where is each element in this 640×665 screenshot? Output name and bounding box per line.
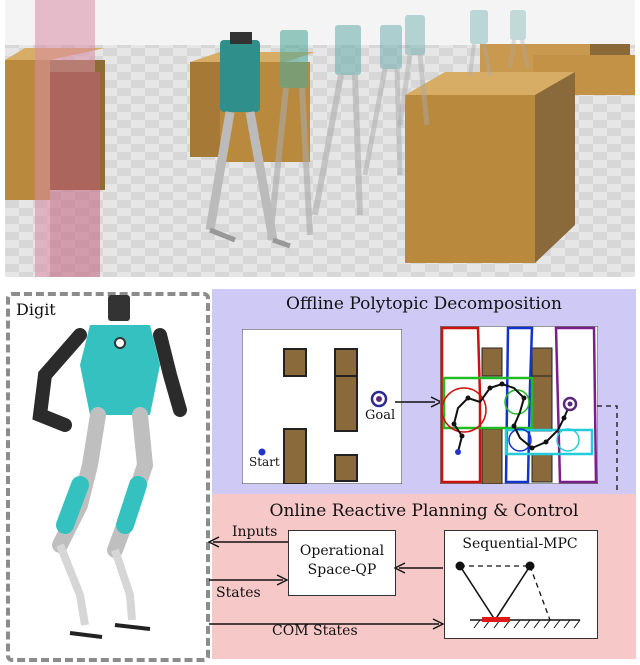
obstacle [334,348,358,377]
obstacle [334,454,358,482]
robot-panel [6,292,210,662]
inputs-label: Inputs [232,524,278,540]
robot-front [205,32,291,249]
robot-name: Digit [16,300,56,319]
osqp-box [288,530,396,596]
states-label: States [216,585,261,601]
start-marker [258,448,266,456]
polytope-red [440,326,482,484]
goal-label: Goal [365,408,396,423]
large-box [405,72,575,263]
polytope-decomposition [440,326,598,484]
free-space-map [242,329,402,484]
osqp-line1: Operational [299,543,385,559]
digit-robot-image [32,295,187,639]
obstacle [283,348,307,377]
online-flow-arrows [207,536,445,630]
online-title: Online Reactive Planning & Control [269,501,579,521]
osqp-line2: Space-QP [307,562,377,578]
polytope-green [442,376,534,430]
planned-path [452,382,571,453]
polytope-cyan [504,428,594,456]
smpc-label: Sequential-MPC [462,536,578,552]
smpc-box [444,530,598,639]
com-states-label: COM States [272,623,358,639]
obstacle [283,428,307,484]
offline-title: Offline Polytopic Decomposition [286,294,562,314]
arrow-map-to-decomposition [395,396,443,408]
obstacle [334,375,358,432]
start-label: Start [249,455,280,469]
lip-model-icon [455,561,581,629]
simulation-scene [5,0,635,277]
goal-region [35,0,100,277]
